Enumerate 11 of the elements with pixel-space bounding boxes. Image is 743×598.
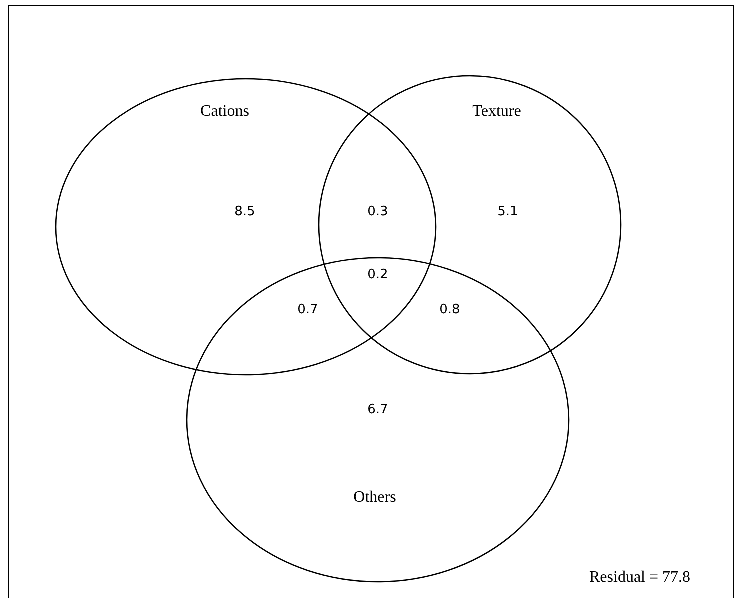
- set-label: Texture: [472, 103, 522, 121]
- set-label: Cations: [200, 103, 250, 121]
- region-value: 0.2: [368, 268, 388, 282]
- region-value: 0.3: [368, 204, 388, 220]
- region-value: 5.1: [498, 204, 518, 220]
- residual-note: Residual = 77.8: [590, 569, 690, 587]
- region-value: 0.7: [298, 302, 318, 318]
- set-label: Others: [354, 489, 396, 507]
- region-value: 8.5: [234, 204, 256, 220]
- region-value: 0.8: [440, 302, 460, 318]
- region-value: 6.7: [368, 402, 388, 418]
